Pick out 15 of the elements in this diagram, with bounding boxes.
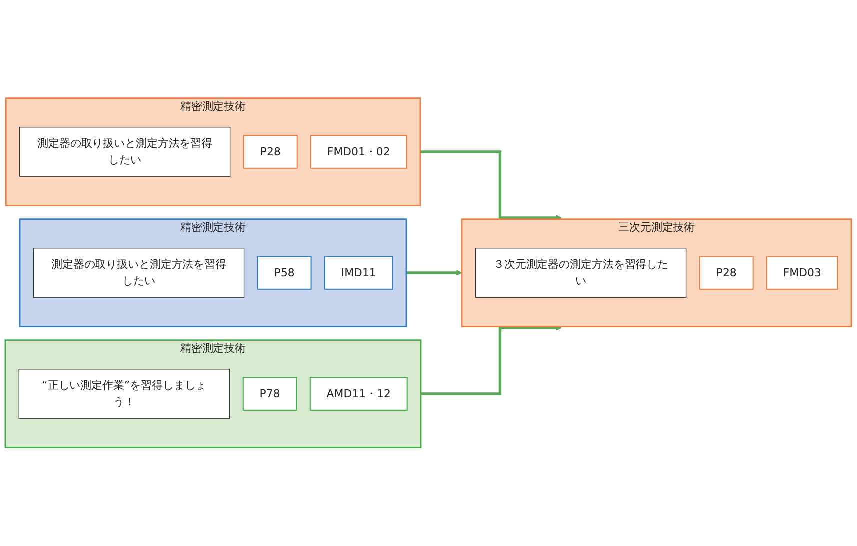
node-box: P78: [242, 377, 298, 411]
node-box: FMD03: [766, 256, 838, 290]
node-box: P28: [243, 135, 298, 169]
node-box: AMD11・12: [310, 377, 408, 411]
node-box: 測定器の取り扱いと測定方法を習得したい: [19, 127, 231, 177]
node-box: IMD11: [324, 256, 394, 290]
node-box: P58: [257, 256, 312, 290]
node-box: “正しい測定作業”を習得しましょう！: [18, 369, 230, 419]
node-box: P28: [699, 256, 754, 290]
node-box: ３次元測定器の測定方法を習得したい: [475, 248, 687, 298]
arrow: [421, 325, 562, 396]
arrow: [420, 150, 562, 221]
node-box: FMD01・02: [310, 135, 408, 169]
arrow: [406, 270, 462, 276]
node-box: 測定器の取り扱いと測定方法を習得したい: [33, 248, 245, 298]
